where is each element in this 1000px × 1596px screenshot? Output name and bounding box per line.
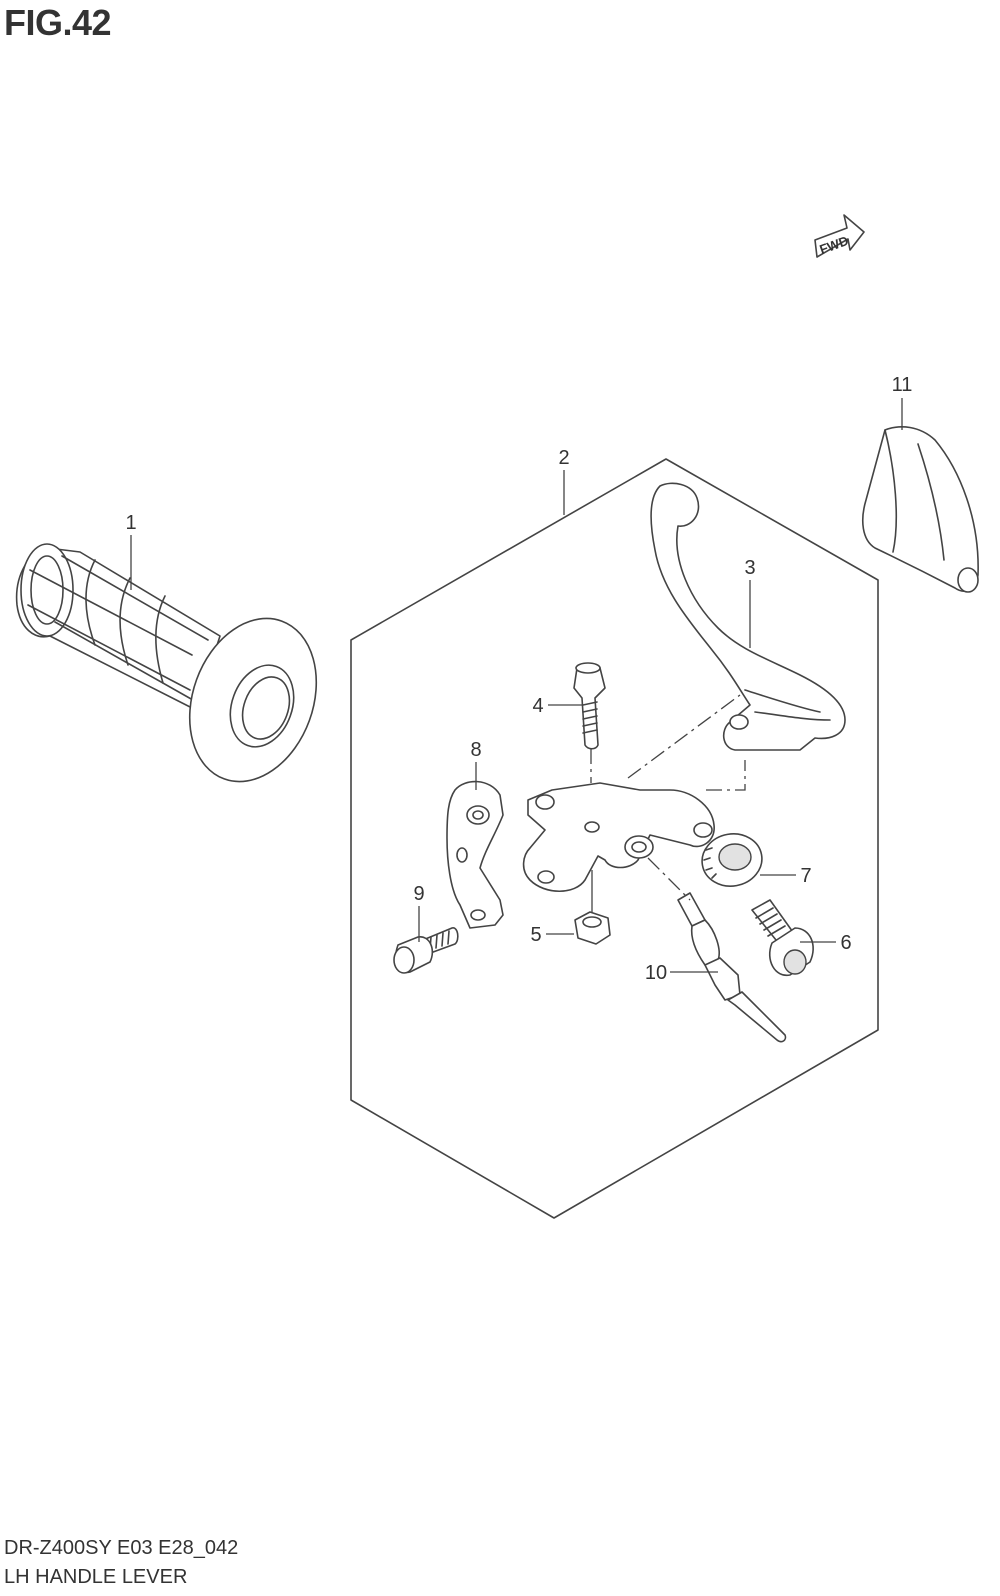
assembly-outline	[350, 458, 879, 1219]
callout-7: 7	[800, 865, 811, 887]
lever-drawing	[650, 482, 846, 751]
callout-10: 10	[645, 962, 667, 984]
switch-drawing	[677, 892, 787, 1043]
figure-title: FIG.42	[4, 2, 112, 43]
figure-code: DR-Z400SY E03 E28_042	[4, 1537, 239, 1559]
assembly-line	[706, 760, 746, 791]
grip-drawing	[15, 543, 318, 783]
callout-3: 3	[744, 557, 755, 579]
clamp-bolt-drawing	[393, 927, 459, 974]
lever-cover-drawing	[861, 426, 979, 593]
callout-2: 2	[558, 447, 569, 469]
callout-8: 8	[470, 739, 481, 761]
callout-4: 4	[532, 695, 543, 717]
assembly-line	[647, 857, 691, 901]
callout-6: 6	[840, 932, 851, 954]
fwd-arrow-icon: FWD	[814, 214, 865, 258]
callout-11: 11	[892, 374, 913, 396]
locknut-drawing	[701, 833, 763, 887]
assembly-line	[627, 694, 741, 779]
callout-5: 5	[530, 924, 541, 946]
callout-9: 9	[413, 883, 424, 905]
pivot-bolt-drawing	[573, 662, 606, 750]
adjuster-drawing	[751, 899, 814, 976]
callout-1: 1	[125, 512, 136, 534]
clamp-drawing	[446, 780, 504, 929]
figure-name: LH HANDLE LEVER	[4, 1566, 188, 1588]
nut-drawing	[574, 911, 611, 945]
bracket-drawing	[522, 782, 715, 892]
